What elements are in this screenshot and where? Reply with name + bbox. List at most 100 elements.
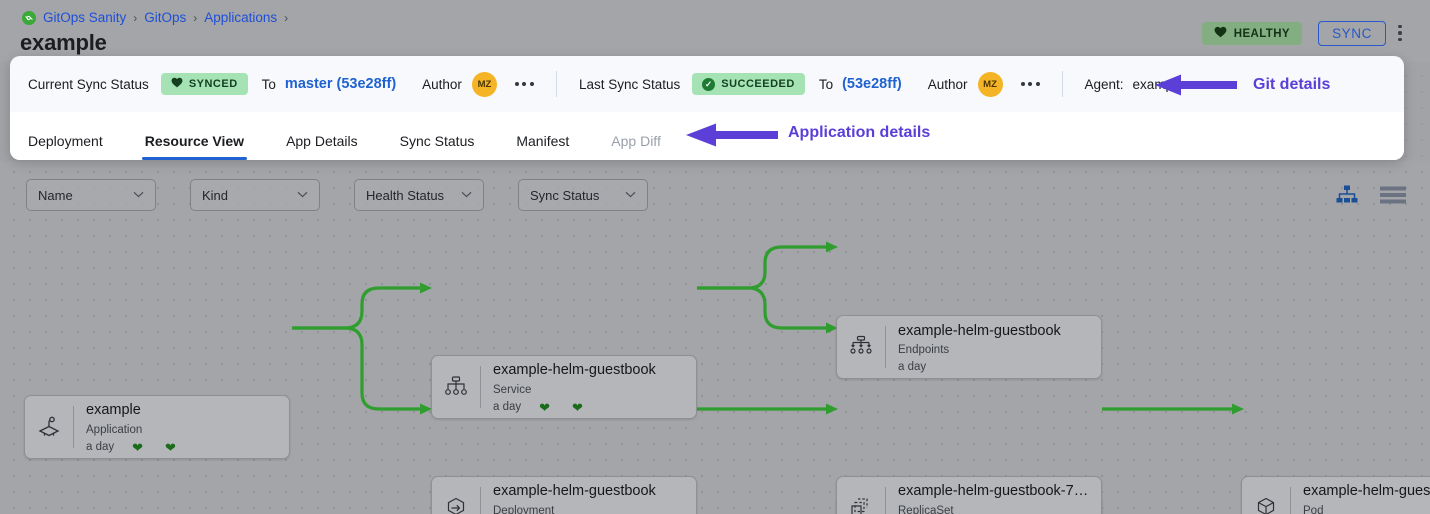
node-kind: Endpoints bbox=[898, 344, 950, 357]
application-details-panel: Current Sync Status SYNCED To master (53… bbox=[10, 56, 1404, 160]
tab-app-diff[interactable]: App Diff bbox=[611, 133, 661, 149]
last-sync-status-label: Last Sync Status bbox=[578, 76, 681, 92]
tree-view-icon[interactable] bbox=[1336, 185, 1358, 210]
node-divider bbox=[480, 487, 481, 514]
breadcrumb-separator: › bbox=[193, 10, 198, 25]
graph-node-endpoints[interactable]: example-helm-guestbook Endpoints a day bbox=[836, 315, 1102, 379]
node-divider bbox=[885, 487, 886, 514]
page-title: example bbox=[20, 30, 107, 55]
current-author-avatar[interactable]: MZ bbox=[471, 71, 497, 97]
heart-icon bbox=[1214, 26, 1227, 41]
page-header: GitOps Sanity › GitOps › Applications › … bbox=[0, 0, 1430, 62]
application-details-annotation: Application details bbox=[788, 124, 931, 141]
tab-sync-status[interactable]: Sync Status bbox=[399, 133, 475, 149]
graph-node-pod[interactable]: example-helm-guest… Pod a day ❤ bbox=[1241, 476, 1430, 514]
node-name: example-helm-guest… bbox=[1303, 483, 1430, 500]
view-toggle-group bbox=[1336, 185, 1406, 210]
tab-manifest[interactable]: Manifest bbox=[516, 133, 570, 149]
node-name: example-helm-guestbook-74… bbox=[898, 483, 1091, 500]
graph-node-service[interactable]: example-helm-guestbook Service a day ❤ ❤ bbox=[431, 355, 697, 419]
node-age: a day bbox=[86, 441, 115, 454]
dot bbox=[1020, 82, 1025, 86]
current-author-label: Author bbox=[422, 76, 462, 92]
node-name: example-helm-guestbook bbox=[493, 483, 656, 500]
dot bbox=[529, 82, 534, 86]
graph-edges bbox=[292, 241, 1244, 415]
node-kind: Service bbox=[493, 383, 532, 396]
filter-sync-status-label: Sync Status bbox=[530, 187, 600, 203]
dot bbox=[514, 82, 519, 86]
last-author-label: Author bbox=[927, 76, 968, 92]
chevron-down-icon bbox=[625, 189, 636, 201]
list-view-icon[interactable] bbox=[1380, 185, 1406, 210]
left-arrow-annotation-icon bbox=[1155, 74, 1237, 99]
last-author-avatar[interactable]: MZ bbox=[977, 71, 1003, 97]
filter-name[interactable]: Name bbox=[26, 179, 156, 211]
deployment-icon bbox=[432, 477, 480, 514]
graph-node-deployment[interactable]: example-helm-guestbook Deployment a day … bbox=[431, 476, 697, 514]
heart-icon bbox=[171, 77, 183, 91]
replicaset-icon bbox=[837, 477, 885, 514]
check-circle-icon: ✓ bbox=[702, 77, 716, 91]
graph-node-application[interactable]: example Application a day ❤ ❤ bbox=[24, 395, 290, 459]
breadcrumb: GitOps Sanity › GitOps › Applications › bbox=[22, 10, 288, 25]
health-status-label: HEALTHY bbox=[1233, 27, 1290, 40]
service-icon bbox=[432, 356, 480, 418]
filter-bar: Name Kind Health Status Sync Status bbox=[26, 179, 648, 211]
breadcrumb-item-gitops[interactable]: GitOps bbox=[144, 10, 187, 25]
node-kind: ReplicaSet bbox=[898, 504, 954, 514]
health-status-badge[interactable]: HEALTHY bbox=[1201, 22, 1302, 45]
chevron-down-icon bbox=[461, 189, 472, 201]
breadcrumb-separator: › bbox=[133, 10, 138, 25]
tab-bar: Deployment Resource View App Details Syn… bbox=[10, 112, 1404, 160]
graph-node-replicaset[interactable]: example-helm-guestbook-74… ReplicaSet a … bbox=[836, 476, 1102, 514]
application-icon bbox=[25, 396, 73, 458]
node-kind: Pod bbox=[1303, 504, 1324, 514]
node-divider bbox=[885, 326, 886, 368]
health-heart-icon: ❤ bbox=[132, 439, 144, 455]
health-heart-icon: ❤ bbox=[539, 399, 551, 415]
current-sync-status-label: Current Sync Status bbox=[28, 76, 149, 92]
tab-app-details[interactable]: App Details bbox=[286, 133, 358, 149]
filter-kind[interactable]: Kind bbox=[190, 179, 320, 211]
node-divider bbox=[480, 366, 481, 408]
resource-graph: example Application a day ❤ ❤ bbox=[0, 161, 1430, 514]
left-arrow-annotation-icon bbox=[686, 123, 778, 152]
current-sync-status-text: SYNCED bbox=[188, 78, 238, 90]
divider bbox=[1061, 71, 1063, 97]
node-age: a day bbox=[898, 361, 927, 374]
agent-label: Agent: bbox=[1084, 76, 1124, 92]
current-ellipsis-icon[interactable] bbox=[514, 82, 534, 86]
breadcrumb-separator: › bbox=[284, 10, 289, 25]
current-revision-link[interactable]: master (53e28ff) bbox=[284, 76, 397, 92]
current-sync-status-badge[interactable]: SYNCED bbox=[160, 73, 248, 95]
filter-health-status[interactable]: Health Status bbox=[354, 179, 484, 211]
node-name: example bbox=[86, 402, 141, 419]
dot bbox=[1028, 82, 1033, 86]
node-age: a day bbox=[493, 401, 522, 414]
last-ellipsis-icon[interactable] bbox=[1020, 82, 1040, 86]
sync-button[interactable]: SYNC bbox=[1318, 21, 1386, 46]
sync-heart-icon: ❤ bbox=[572, 399, 583, 415]
sync-heart-icon: ❤ bbox=[165, 439, 176, 455]
chevron-down-icon bbox=[297, 189, 308, 201]
filter-sync-status[interactable]: Sync Status bbox=[518, 179, 648, 211]
breadcrumb-item-gitops-sanity[interactable]: GitOps Sanity bbox=[43, 10, 127, 25]
breadcrumb-item-applications[interactable]: Applications bbox=[204, 10, 278, 25]
filter-name-label: Name bbox=[38, 187, 73, 203]
last-revision-link[interactable]: (53e28ff) bbox=[842, 76, 902, 92]
node-name: example-helm-guestbook bbox=[493, 362, 656, 379]
tab-deployment[interactable]: Deployment bbox=[28, 133, 103, 149]
node-name: example-helm-guestbook bbox=[898, 322, 1061, 339]
last-to-label: To bbox=[818, 76, 834, 92]
kebab-dot bbox=[1398, 24, 1402, 29]
gitops-sanity-logo-icon bbox=[22, 10, 36, 25]
tab-resource-view[interactable]: Resource View bbox=[141, 133, 248, 160]
kebab-dot bbox=[1398, 37, 1402, 42]
kebab-menu-icon[interactable] bbox=[1392, 20, 1408, 46]
node-divider bbox=[1290, 487, 1291, 514]
last-sync-status-badge[interactable]: ✓ SUCCEEDED bbox=[692, 73, 805, 95]
endpoints-icon bbox=[837, 316, 885, 378]
dot bbox=[522, 82, 527, 86]
last-sync-status-text: SUCCEEDED bbox=[721, 78, 795, 90]
